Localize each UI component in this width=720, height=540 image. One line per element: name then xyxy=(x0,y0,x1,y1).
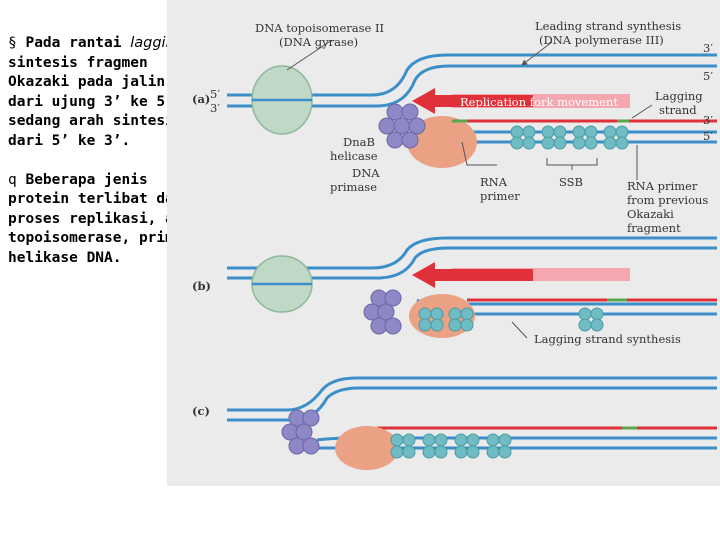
slide-text: § Pada rantai lagging, sintesis fragmen … xyxy=(8,34,213,288)
primase-label-1: DNA xyxy=(352,166,380,180)
p2-text: Beberapa jenis protein terlibat dalam pr… xyxy=(8,171,209,266)
strand-end-3-top: 3′ xyxy=(210,101,220,115)
dnab-label-2: helicase xyxy=(330,149,378,163)
fork-movement-label: Replication fork movement xyxy=(460,95,618,109)
dnab-label-1: DnaB xyxy=(343,135,375,149)
right-3-a: 3′ xyxy=(703,41,713,55)
lagging-label-1: Lagging xyxy=(655,89,703,103)
rna-prev-label-4: fragment xyxy=(627,221,681,235)
paragraph-proteins: q Beberapa jenis protein terlibat dalam … xyxy=(8,171,213,269)
p1-text-a: Pada rantai xyxy=(16,35,131,51)
leading-label-1: Leading strand synthesis xyxy=(535,19,681,33)
ssb-label: SSB xyxy=(559,175,583,189)
leading-label-2: (DNA polymerase III) xyxy=(539,33,664,47)
panel-c-label: (c) xyxy=(192,404,210,418)
topo-label-1: DNA topoisomerase II xyxy=(255,21,384,35)
checkbox-bullet-icon: q xyxy=(8,171,17,188)
rna-prev-label-1: RNA primer xyxy=(627,179,698,193)
rna-primer-label-1: RNA xyxy=(480,175,508,189)
strand-end-5-top: 5′ xyxy=(210,87,220,101)
rna-prev-label-2: from previous xyxy=(627,193,708,207)
right-5-b: 5′ xyxy=(703,129,713,143)
paragraph-lagging: § Pada rantai lagging, sintesis fragmen … xyxy=(8,34,213,152)
rna-prev-label-3: Okazaki xyxy=(627,207,674,221)
primase-label-2: primase xyxy=(330,180,377,194)
panel-c xyxy=(227,376,717,470)
replication-fork-diagram: DNA topoisomerase II (DNA gyrase) Leadin… xyxy=(167,0,720,486)
right-3-b: 3′ xyxy=(703,113,713,127)
panel-a-label: (a) xyxy=(192,92,210,106)
bullet-icon: § xyxy=(8,35,17,51)
lagging-label-2: strand xyxy=(659,103,697,117)
topo-label-2: (DNA gyrase) xyxy=(279,35,358,49)
lagging-synthesis-label: Lagging strand synthesis xyxy=(534,332,681,346)
panel-b xyxy=(227,236,717,339)
panel-b-label: (b) xyxy=(192,279,211,293)
p1-text-b: sintesis fragmen Okazaki pada jalin DNA … xyxy=(8,54,201,149)
panel-a xyxy=(227,39,717,180)
right-5-a: 5′ xyxy=(703,69,713,83)
rna-primer-label-2: primer xyxy=(480,189,520,203)
